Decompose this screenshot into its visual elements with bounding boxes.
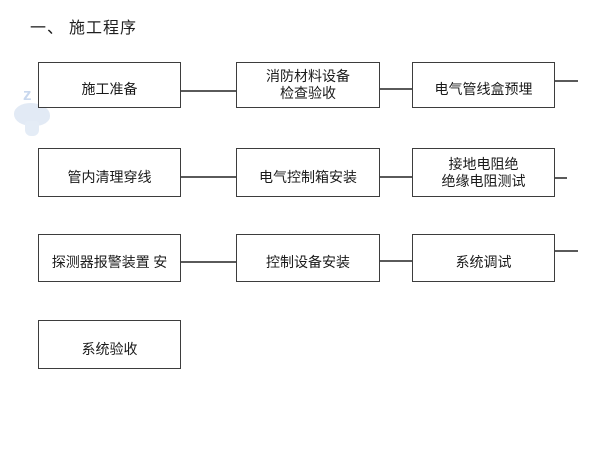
page-title: 一、 施工程序 [30, 20, 138, 37]
flow-box-material-inspection: 消防材料设备 检查验收 [236, 62, 380, 108]
flow-box-control-equipment-install: 控制设备安装 [236, 234, 380, 282]
flow-box-system-commissioning: 系统调试 [412, 234, 555, 282]
flow-box-control-box-install: 电气控制箱安装 [236, 148, 380, 197]
watermark-tail-shape [25, 121, 39, 136]
connector-line [380, 260, 412, 262]
flow-box-pipe-wire-threading: 管内清理穿线 [38, 148, 181, 197]
connector-line-offpage [555, 177, 567, 179]
connector-line [380, 176, 412, 178]
watermark-letter: z [23, 85, 32, 104]
watermark-logo: z [14, 86, 56, 138]
flow-box-resistance-test: 接地电阻绝 绝缘电阻测试 [412, 148, 555, 197]
connector-line [181, 90, 236, 92]
flow-box-system-acceptance: 系统验收 [38, 320, 181, 369]
flow-box-detector-alarm-install: 探测器报警装置 安 [38, 234, 181, 282]
connector-line-offpage [555, 250, 578, 252]
watermark-blob-shape [14, 103, 50, 126]
connector-line [181, 261, 236, 263]
connector-line-offpage [555, 80, 578, 82]
flow-box-conduit-embedding: 电气管线盒预埋 [412, 62, 555, 108]
connector-line [380, 88, 412, 90]
flow-box-construction-prep: 施工准备 [38, 62, 181, 108]
connector-line [181, 176, 236, 178]
